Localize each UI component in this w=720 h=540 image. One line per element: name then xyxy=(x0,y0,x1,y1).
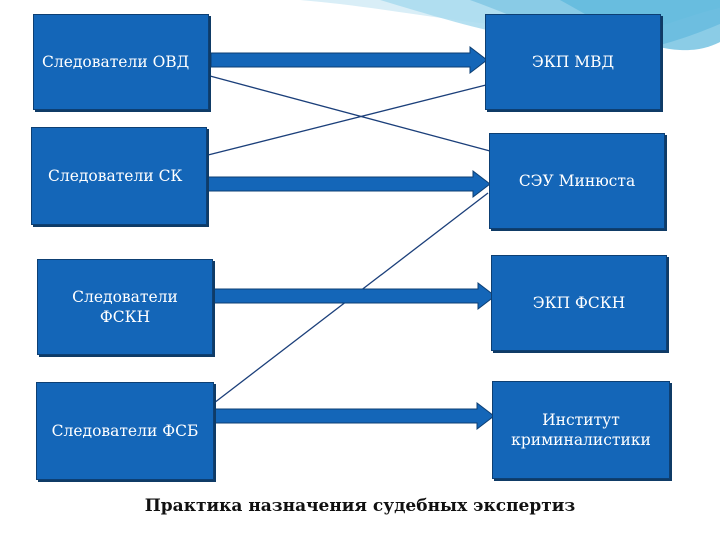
source-label-sk: Следователи СК xyxy=(48,166,183,185)
arrow-fskn-to-ekp-fskn xyxy=(212,281,496,311)
target-box-seu: СЭУ Минюста xyxy=(489,133,665,229)
arrow-sk-to-seu xyxy=(207,169,491,199)
target-box-institute: Институт криминалистики xyxy=(492,381,670,479)
source-box-sk: Следователи СК xyxy=(31,127,207,225)
link-ovd-to-seu xyxy=(209,75,491,152)
link-sk-to-ekp-mvd xyxy=(207,84,487,156)
target-box-ekp-fskn: ЭКП ФСКН xyxy=(491,255,667,351)
source-box-fskn: Следователи ФСКН xyxy=(37,259,213,355)
target-label-ekp-mvd: ЭКП МВД xyxy=(531,52,615,71)
arrow-ovd-to-ekp-mvd xyxy=(210,45,488,75)
source-label-fsb: Следователи ФСБ xyxy=(51,421,199,440)
source-box-ovd: Следователи ОВД xyxy=(33,14,209,110)
target-box-ekp-mvd: ЭКП МВД xyxy=(485,14,661,110)
source-box-fsb: Следователи ФСБ xyxy=(36,382,214,480)
source-label-fskn: Следователи ФСКН xyxy=(72,287,178,326)
arrow-fsb-to-institute xyxy=(213,401,495,431)
target-label-institute: Институт криминалистики xyxy=(511,410,651,449)
diagram-caption: Практика назначения судебных экспертиз xyxy=(144,496,576,516)
target-label-seu: СЭУ Минюста xyxy=(518,171,636,190)
target-label-ekp-fskn: ЭКП ФСКН xyxy=(532,293,626,312)
source-label-ovd: Следователи ОВД xyxy=(42,52,190,71)
